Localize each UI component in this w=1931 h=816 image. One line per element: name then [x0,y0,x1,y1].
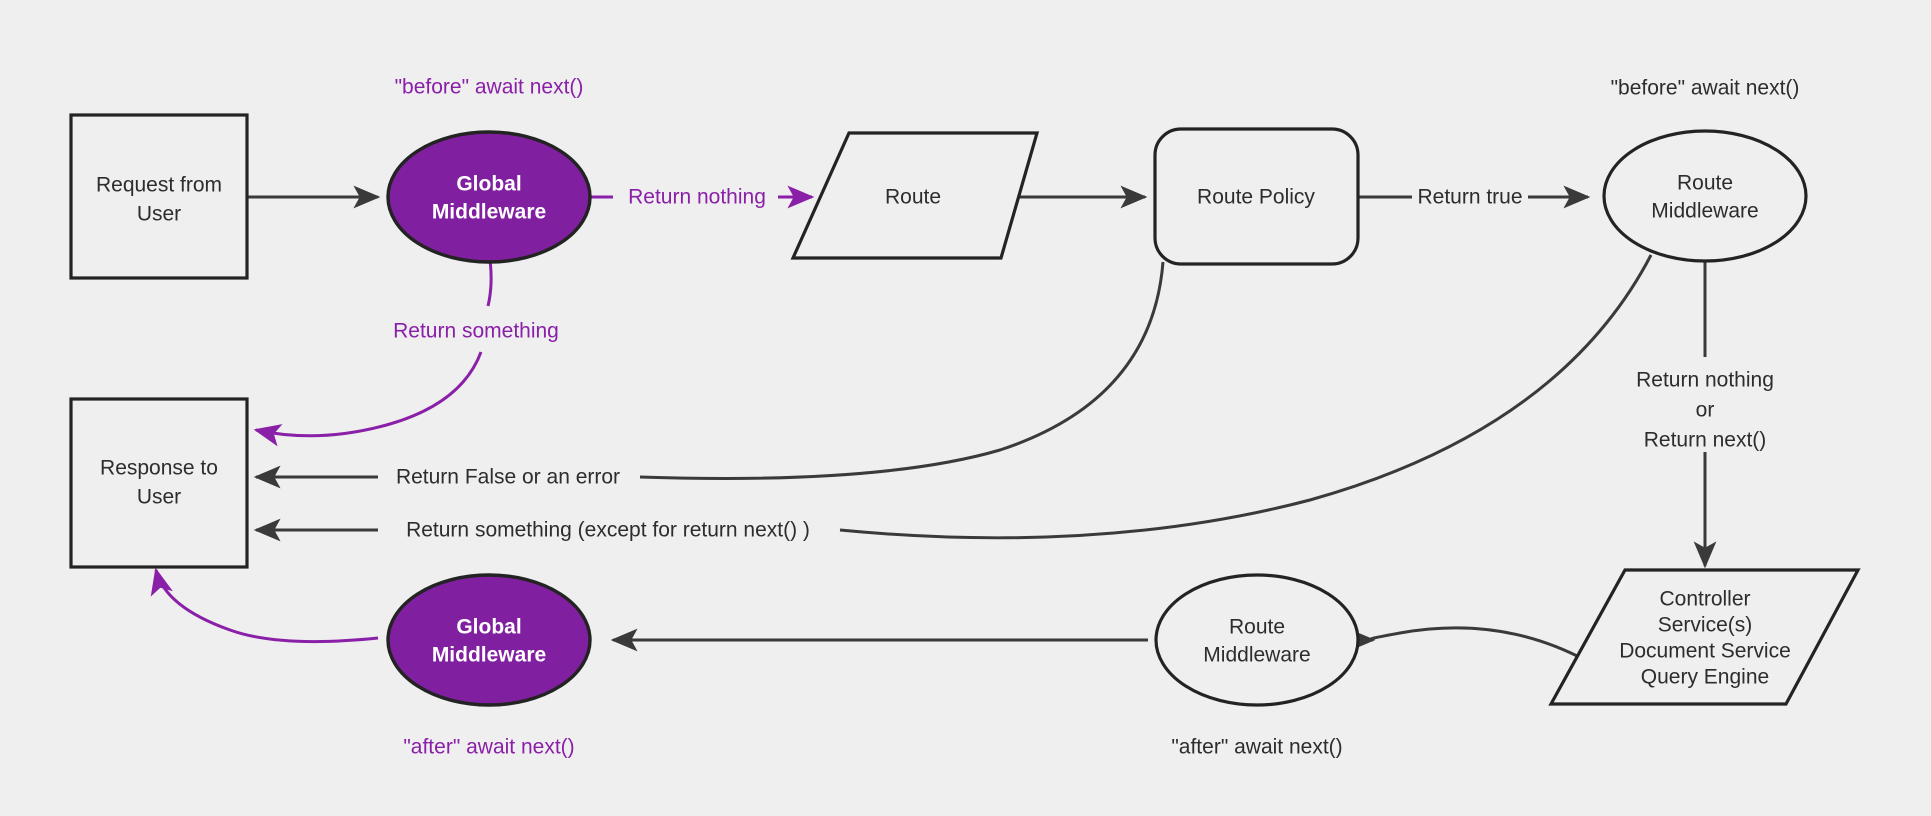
route-middleware-top-line2: Middleware [1651,200,1758,223]
global-middleware-bottom-line1: Global [456,616,521,639]
response-to-user-line1: Response to [100,457,218,480]
global-middleware-bottom-line2: Middleware [432,644,546,667]
edge-route-policy-to-response-curve [639,261,1165,480]
route-policy-label: Route Policy [1197,186,1315,209]
edge-label-return-something-except: Return something (except for return next… [406,519,810,542]
edge-label-return-nothing: Return nothing [628,186,766,209]
node-route-policy[interactable]: Route Policy [1153,127,1360,266]
edge-global-middleware-bottom-to-response [150,567,379,644]
edge-label-return-something: Return something [393,320,559,343]
route-middleware-top-line1: Route [1677,172,1733,195]
route-label: Route [885,186,941,209]
edge-label-return-nothing-or-line3: Return next() [1644,429,1767,452]
route-middleware-bottom-line2: Middleware [1203,644,1310,667]
annotation-after-await-next-global: "after" await next() [403,736,574,759]
node-global-middleware-top[interactable]: Global Middleware [386,130,592,264]
route-middleware-bottom-line1: Route [1229,616,1285,639]
edge-route-middleware-to-response-curve [839,254,1653,540]
edge-controller-to-route-middleware-bottom [1348,626,1586,662]
node-controller-services[interactable]: Controller Service(s) Document Service Q… [1548,568,1861,706]
controller-line4: Query Engine [1641,666,1769,689]
response-to-user-line2: User [137,486,181,509]
node-response-to-user[interactable]: Response to User [69,397,249,569]
annotation-after-await-next-route: "after" await next() [1171,736,1342,759]
request-from-user-line1: Request from [96,174,222,197]
request-from-user-line2: User [137,203,181,226]
controller-line3: Document Service [1619,640,1791,663]
node-global-middleware-bottom[interactable]: Global Middleware [386,573,592,707]
controller-line1: Controller [1659,588,1750,611]
node-route-middleware-bottom[interactable]: Route Middleware [1154,573,1360,707]
edge-label-return-true: Return true [1417,186,1522,209]
edge-label-return-nothing-or-line1: Return nothing [1636,369,1774,392]
global-middleware-top-line2: Middleware [432,201,546,224]
node-route[interactable]: Route [790,131,1040,260]
annotation-before-await-next-route: "before" await next() [1611,77,1800,100]
global-middleware-top-line1: Global [456,173,521,196]
controller-line2: Service(s) [1658,614,1753,637]
edge-label-return-nothing-or-line2: or [1696,399,1715,422]
node-request-from-user[interactable]: Request from User [69,113,249,280]
edge-global-return-something-to-response [253,351,483,447]
edge-label-return-false-or-error: Return False or an error [396,466,620,489]
node-route-middleware-top[interactable]: Route Middleware [1602,129,1808,263]
edge-global-return-something-stub [486,259,493,307]
annotation-before-await-next-global: "before" await next() [395,76,584,99]
